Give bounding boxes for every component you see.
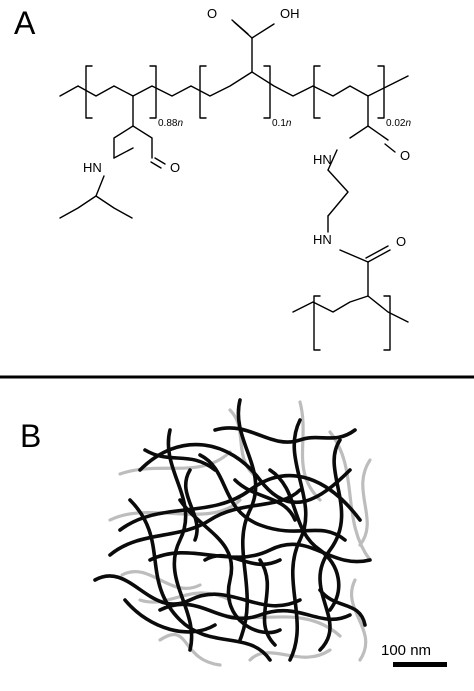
bisacrylamide-crosslink xyxy=(292,95,409,351)
scale-bar-line xyxy=(393,662,447,667)
bracket-unit3-left xyxy=(313,65,321,119)
repeat-unit-brackets xyxy=(85,65,385,119)
polymer-backbone xyxy=(59,71,409,97)
atom-nh-left: HN xyxy=(83,160,102,175)
carboxylic-acid-side-chain xyxy=(231,19,275,73)
panel-b: B xyxy=(20,398,447,667)
scale-bar-label: 100 nm xyxy=(381,642,431,659)
bracket-crosslink-right xyxy=(383,295,391,351)
foreground-fibers xyxy=(93,398,372,662)
panel-b-label: B xyxy=(20,418,41,454)
scale-bar: 100 nm xyxy=(381,642,447,667)
atom-o-acid: O xyxy=(207,6,217,21)
atom-o-right: O xyxy=(400,148,410,163)
atom-o-crosslink: O xyxy=(396,234,406,249)
atom-o-left: O xyxy=(170,160,180,175)
bracket-unit3-right xyxy=(377,65,385,119)
bracket-unit2-left xyxy=(199,65,207,119)
bracket-unit2-right xyxy=(263,65,271,119)
panel-a: A 0.88n 0.1n 0.02n HN O xyxy=(14,5,411,351)
subscript-unit2: 0.1n xyxy=(272,118,292,129)
bracket-unit1-left xyxy=(85,65,93,119)
bracket-crosslink-left xyxy=(313,295,321,351)
atom-oh: OH xyxy=(280,6,300,21)
atom-nh-right-top: HN xyxy=(313,152,332,167)
bracket-unit1-right xyxy=(149,65,157,119)
subscript-unit3: 0.02n xyxy=(386,118,411,129)
isopropylamide-side-chain xyxy=(59,95,166,219)
atom-nh-right-bottom: HN xyxy=(313,232,332,247)
panel-a-label: A xyxy=(14,5,36,41)
subscript-unit1: 0.88n xyxy=(158,118,183,129)
nanogel-fiber-network xyxy=(93,398,372,667)
